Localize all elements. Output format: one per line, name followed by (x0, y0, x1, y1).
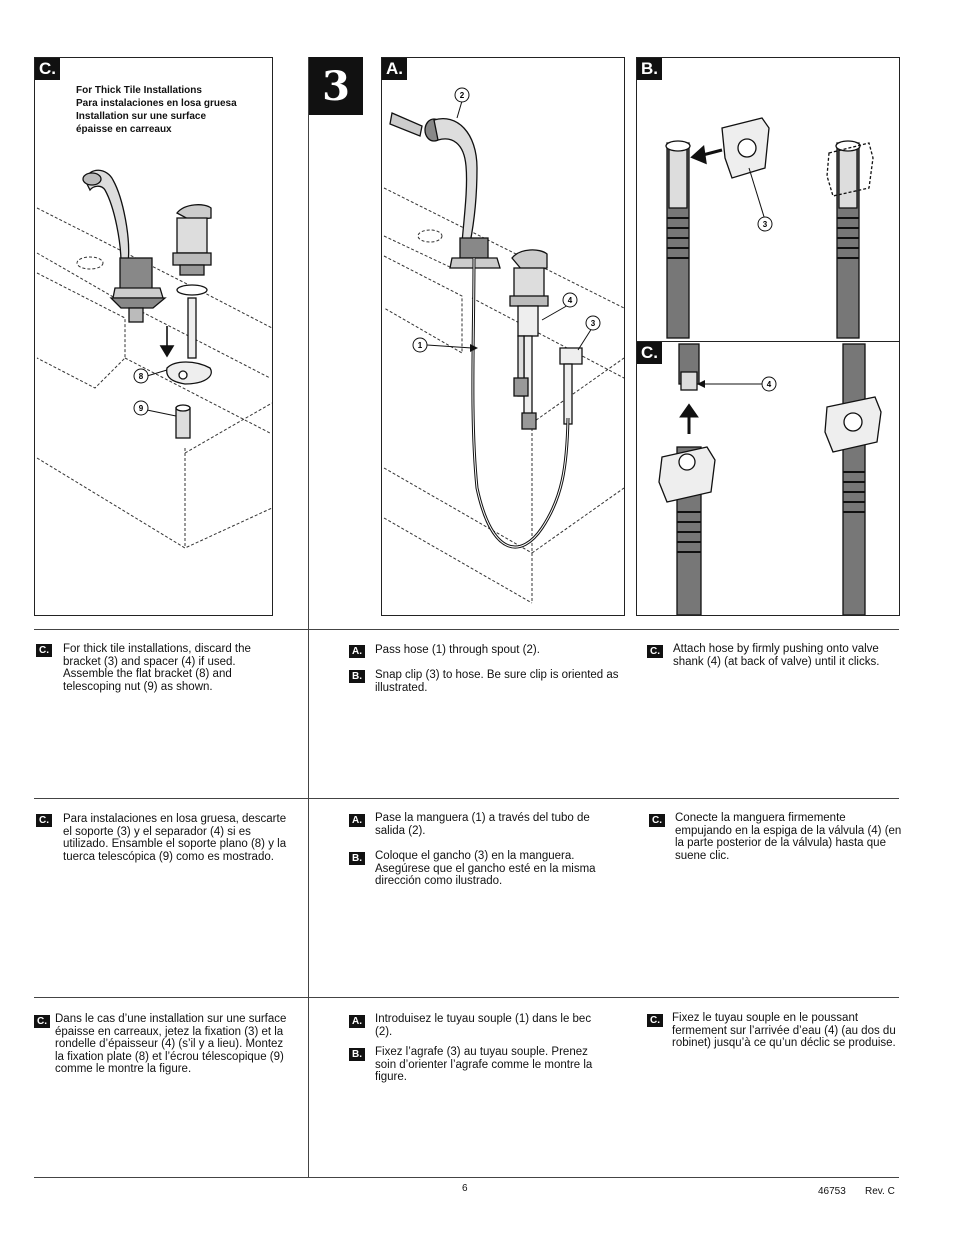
fr-left-label: C. (34, 1015, 50, 1028)
column-divider (308, 57, 309, 1177)
fr-c-label: C. (647, 1014, 663, 1027)
hose-through-spout-illustration: 2 4 3 1 (383, 87, 624, 604)
fr-b-label: B. (349, 1048, 365, 1061)
es-a-label: A. (349, 814, 365, 827)
panel-a-illustration: 2 4 3 1 A. (381, 57, 625, 616)
en-left-text: For thick tile installations, discard th… (63, 643, 251, 693)
thick-tile-faucet-illustration: 8 9 (36, 169, 272, 549)
fr-a-label: A. (349, 1015, 365, 1028)
panel-label-c: C. (35, 58, 60, 80)
en-b-label: B. (349, 670, 365, 683)
es-c-label: C. (649, 814, 665, 827)
es-b-text: Coloque el gancho (3) en la manguera. As… (375, 850, 596, 888)
note-line-es: Para instalaciones en losa gruesa (76, 98, 237, 109)
thick-tile-note: For Thick Tile Installations Para instal… (76, 84, 237, 136)
note-line-fr-1: Installation sur une surface (76, 111, 207, 122)
note-line-en: For Thick Tile Installations (76, 85, 202, 96)
thick-tile-illustration-panel: 8 9 C. (34, 57, 273, 616)
attach-hose-illustration: 4 (658, 343, 882, 615)
en-a-text: Pass hose (1) through spout (2). (375, 644, 540, 656)
callout-3-b: 3 (763, 220, 768, 229)
fr-left-text: Dans le cas d’une installation sur une s… (55, 1013, 287, 1076)
revision: Rev. C (865, 1186, 895, 1197)
panel-label-b: B. (637, 58, 662, 80)
en-a-label: A. (349, 645, 365, 658)
callout-1: 1 (418, 341, 423, 350)
panel-label-a: A. (382, 58, 407, 80)
fr-a-text: Introduisez le tuyau souple (1) dans le … (375, 1013, 592, 1038)
doc-number: 46753 (818, 1186, 846, 1197)
callout-4: 4 (568, 296, 573, 305)
en-left-label: C. (36, 644, 52, 657)
es-left-label: C. (36, 814, 52, 827)
en-c-label: C. (647, 645, 663, 658)
callout-9: 9 (139, 404, 144, 413)
fr-c-text: Fixez le tuyau souple en le poussant fer… (672, 1012, 896, 1050)
panel-label-c-right: C. (637, 342, 662, 364)
step-number: 3 (309, 57, 363, 115)
section-rule-1 (34, 798, 899, 799)
callout-8: 8 (139, 372, 144, 381)
section-rule-2 (34, 997, 899, 998)
callout-4-c: 4 (767, 380, 772, 389)
section-rule-bottom (34, 1177, 899, 1178)
callout-2: 2 (460, 91, 465, 100)
es-c-text: Conecte la manguera firmemente empujando… (675, 812, 902, 862)
panel-b-illustration: 3 B. (636, 57, 900, 343)
section-rule-top (34, 629, 899, 630)
note-line-fr-2: épaisse en carreaux (76, 124, 172, 135)
panel-c-illustration: 4 C. (636, 341, 900, 616)
en-b-text: Snap clip (3) to hose. Be sure clip is o… (375, 669, 619, 694)
es-a-text: Pase la manguera (1) a través del tubo d… (375, 812, 590, 837)
fr-b-text: Fixez l’agrafe (3) au tuyau souple. Pren… (375, 1046, 593, 1084)
en-c-text: Attach hose by firmly pushing onto valve… (673, 643, 880, 668)
callout-3: 3 (591, 319, 596, 328)
page-number: 6 (462, 1183, 468, 1194)
clip-to-hose-illustration: 3 (665, 117, 874, 339)
es-left-text: Para instalaciones en losa gruesa, desca… (63, 813, 287, 863)
es-b-label: B. (349, 852, 365, 865)
